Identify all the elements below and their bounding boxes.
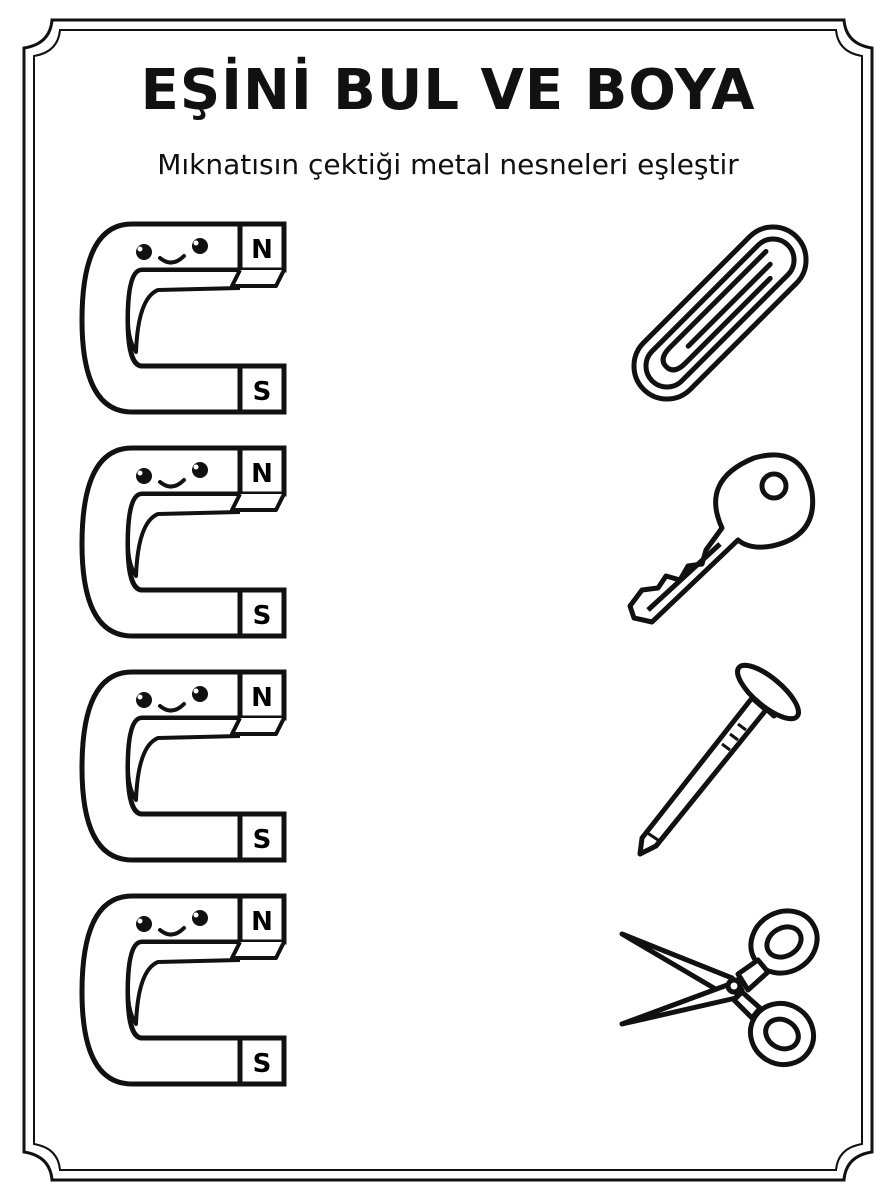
nail-object[interactable] — [630, 662, 810, 862]
south-pole-label: S — [253, 1049, 272, 1079]
south-pole-label: S — [253, 601, 272, 631]
worksheet-title: EŞİNİ BUL VE BOYA — [140, 58, 756, 123]
south-pole-label: S — [253, 377, 272, 407]
north-pole-label: N — [251, 683, 273, 713]
nail-icon — [637, 662, 801, 857]
key-icon — [627, 452, 816, 625]
horseshoe-magnet-icon: N S — [72, 668, 302, 868]
paperclip-object[interactable] — [620, 218, 820, 408]
north-pole-label: N — [251, 235, 273, 265]
paperclip-icon — [631, 224, 809, 402]
key-object[interactable] — [622, 440, 822, 635]
magnet-2[interactable]: N S — [72, 444, 302, 644]
south-pole-label: S — [253, 825, 272, 855]
horseshoe-magnet-icon: N S — [72, 444, 302, 644]
horseshoe-magnet-icon: N S — [72, 220, 302, 420]
north-pole-label: N — [251, 459, 273, 489]
worksheet-subtitle: Mıknatısın çektiği metal nesneleri eşleş… — [157, 148, 739, 181]
horseshoe-magnet-icon: N S — [72, 892, 302, 1092]
north-pole-label: N — [251, 907, 273, 937]
magnet-3[interactable]: N S — [72, 668, 302, 868]
scissors-object[interactable] — [612, 898, 827, 1078]
magnet-4[interactable]: N S — [72, 892, 302, 1092]
magnet-1[interactable]: N S — [72, 220, 302, 420]
scissors-icon — [619, 908, 820, 1068]
